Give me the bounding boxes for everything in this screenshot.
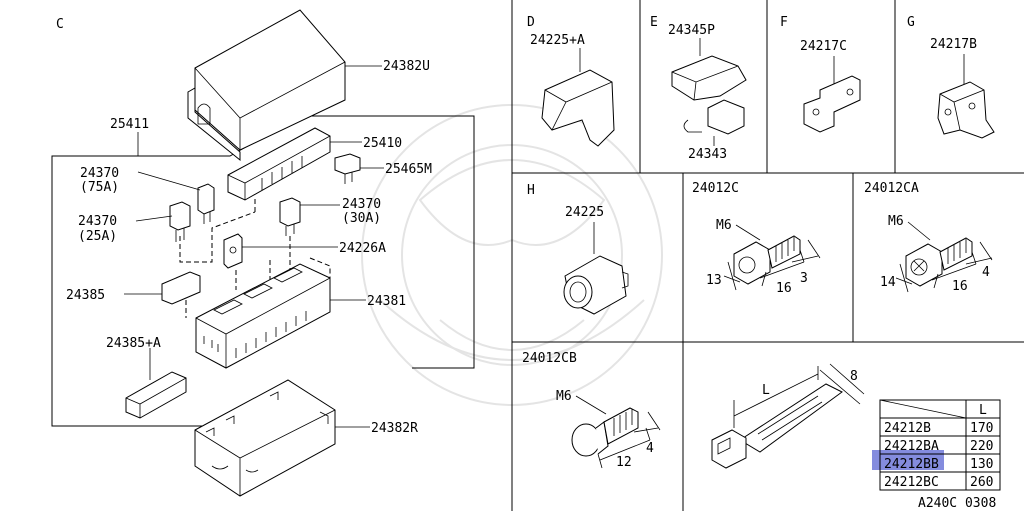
table-row-length: 170 [970, 421, 993, 436]
lower-cover-part [194, 379, 336, 497]
label-25465m: 25465M [385, 162, 432, 177]
section-label-24012c: 24012C [692, 181, 739, 196]
section-label-d: D [527, 15, 535, 30]
label-24345p: 24345P [668, 23, 715, 38]
section-label-c: C [56, 17, 64, 32]
label-24225: 24225 [565, 205, 604, 220]
table-row-part[interactable]: 24212B [884, 421, 931, 436]
fuse-30a [279, 197, 301, 236]
section-label-24012ca: 24012CA [864, 181, 919, 196]
fusible-link-part [223, 233, 243, 269]
label-24343: 24343 [688, 147, 727, 162]
terminal-cover-d [541, 69, 615, 147]
table-row-part[interactable]: 24212BA [884, 439, 939, 454]
table-row-length: 260 [970, 475, 993, 490]
relay-block-part [227, 127, 331, 201]
section-label-f: F [780, 15, 788, 30]
bolt-c-d2: 16 [776, 281, 792, 296]
terminal-e [683, 99, 745, 135]
label-24370-30a: 24370 [342, 197, 381, 212]
bolt-ca-thread: M6 [888, 214, 904, 229]
label-75a: (75A) [80, 180, 119, 195]
bolt-ca-d2: 16 [952, 279, 968, 294]
assembly-bracket [51, 155, 258, 427]
section-label-e: E [650, 15, 658, 30]
label-25411: 25411 [110, 117, 149, 132]
bolt-ca [905, 237, 973, 287]
bolt-c-d3: 3 [800, 271, 808, 286]
fuse-25465m [334, 153, 361, 184]
bolt-cb-d2: 4 [646, 441, 654, 456]
bolt-c-d1: 13 [706, 273, 722, 288]
label-24385a: 24385+A [106, 336, 161, 351]
diagram-code: A240C 0308 [918, 496, 996, 511]
bracket-g [937, 81, 995, 139]
section-label-h: H [527, 183, 535, 198]
bolt-cb-thread: M6 [556, 389, 572, 404]
table-row-part-selected[interactable]: 24212BB [884, 457, 939, 472]
fuse-25a [169, 201, 191, 242]
connector-24385a [125, 371, 187, 419]
table-row-part[interactable]: 24212BC [884, 475, 939, 490]
bolt-ca-d1: 14 [880, 275, 896, 290]
label-24370-25a: 24370 [78, 214, 117, 229]
strap-part [711, 383, 843, 469]
upper-cover-part [187, 9, 346, 162]
terminal-cover-e [671, 55, 747, 101]
fuse-75a [197, 183, 215, 224]
section-label-24012cb: 24012CB [522, 351, 577, 366]
bolt-c [733, 235, 801, 285]
label-24225a: 24225+A [530, 33, 585, 48]
relay-24385 [161, 271, 201, 305]
bolt-ca-d3: 4 [982, 265, 990, 280]
label-24385: 24385 [66, 288, 105, 303]
table-header-l: L [979, 403, 987, 418]
length-table: L 24212B 170 24212BA 220 24212BB 130 242… [872, 399, 1001, 491]
strap-width-label: 8 [850, 369, 858, 384]
label-24370-75a: 24370 [80, 166, 119, 181]
label-25a: (25A) [78, 229, 117, 244]
assembly-bracket-right [160, 115, 475, 369]
bolt-cb-d1: 12 [616, 455, 632, 470]
panel-grid [511, 0, 1024, 511]
strap-length-label: L [762, 383, 770, 398]
bolt-c-thread: M6 [716, 218, 732, 233]
table-row-length: 130 [970, 457, 993, 472]
label-24217b: 24217B [930, 37, 977, 52]
label-30a: (30A) [342, 211, 381, 226]
bolt-cb [571, 407, 639, 457]
fuse-box-body [195, 263, 331, 369]
label-24226a: 24226A [339, 241, 386, 256]
label-24382r: 24382R [371, 421, 418, 436]
label-24217c: 24217C [800, 39, 847, 54]
table-row-highlight [872, 450, 944, 470]
section-label-g: G [907, 15, 915, 30]
bracket-f [803, 75, 861, 133]
label-24381: 24381 [367, 294, 406, 309]
grommet-h [563, 255, 629, 315]
label-24382u: 24382U [383, 59, 430, 74]
table-row-length: 220 [970, 439, 993, 454]
label-25410: 25410 [363, 136, 402, 151]
